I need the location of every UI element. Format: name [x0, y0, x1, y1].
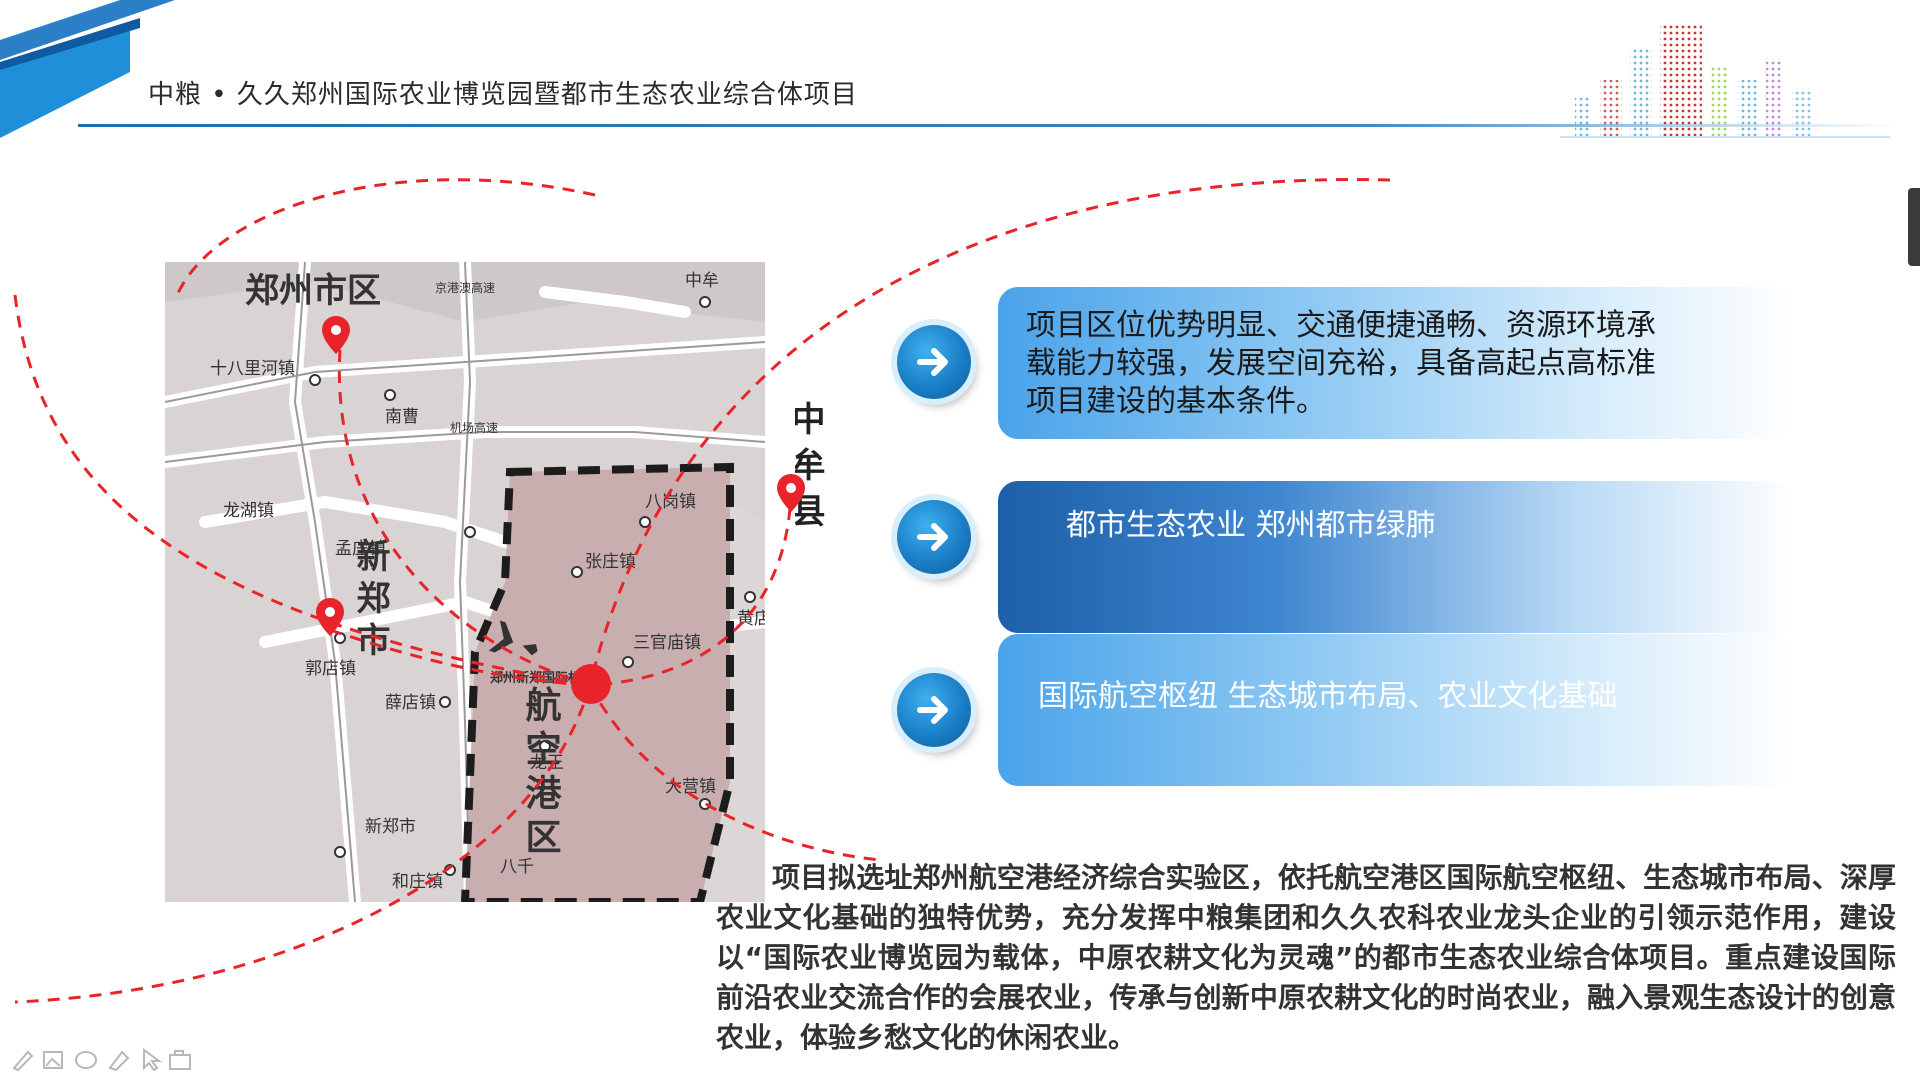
city-skyline-decoration	[1560, 23, 1890, 138]
camera-icon[interactable]	[169, 1050, 191, 1070]
arrow-button[interactable]	[897, 325, 971, 399]
route-from-zhengzhou	[337, 349, 591, 687]
map-pin-icon	[316, 598, 344, 636]
info-card-urban-agriculture: 都市生态农业 郑州都市绿肺	[998, 481, 1793, 633]
card-text-urban-agriculture: 都市生态农业 郑州都市绿肺	[1066, 508, 1436, 543]
info-card-location: 项目区位优势明显、交通便捷通畅、资源环境承 载能力较强，发展空间充裕，具备高起点…	[998, 287, 1793, 439]
map-pin-icon	[777, 474, 805, 512]
route-arc-top	[588, 178, 1391, 686]
label-mengzhuang: 孟庄镇	[335, 539, 386, 559]
card-line: 项目建设的基本条件。	[1026, 384, 1326, 419]
route-from-guodian	[329, 628, 591, 687]
label-shibalihe: 十八里河镇	[210, 359, 295, 379]
route-from-zhongmou	[589, 507, 792, 687]
header-divider	[78, 124, 1898, 127]
label-xinzheng-small: 新郑市	[365, 817, 416, 837]
presentation-toolbar	[12, 1048, 191, 1072]
route-arc-left	[13, 294, 591, 687]
label-zhongmou-county: 中牟县	[795, 401, 825, 539]
info-card-aviation-hub: 国际航空枢纽 生态城市布局、农业文化基础	[998, 634, 1793, 786]
label-hezhuang: 和庄镇	[392, 872, 443, 892]
project-description: 项目拟选址郑州航空港经济综合实验区，依托航空港区国际航空枢纽、生态城市布局、深厚…	[716, 861, 1896, 1054]
label-airport-zone: 航空港区	[520, 685, 562, 862]
page-title: 中粮 • 久久郑州国际农业博览园暨都市生态农业综合体项目	[148, 80, 858, 110]
side-scroll-handle[interactable]	[1908, 188, 1920, 266]
arrow-button[interactable]	[897, 673, 971, 747]
eraser-icon[interactable]	[75, 1051, 97, 1069]
airplane-icon	[485, 620, 538, 656]
arrow-right-icon	[917, 696, 948, 724]
label-zhongmou-county-box: 中牟县	[795, 401, 825, 539]
label-huangdian: 黄店镇	[737, 609, 765, 629]
label-baqian: 八千	[500, 857, 534, 877]
label-zhongmou-top: 中牟	[685, 271, 719, 291]
arrow-right-icon	[917, 523, 948, 551]
project-site-marker	[571, 664, 611, 704]
label-longhu: 龙湖镇	[223, 501, 274, 521]
image-icon[interactable]	[43, 1051, 63, 1069]
map-pin-icon	[322, 316, 350, 354]
label-zhangzhuang: 张庄镇	[585, 552, 636, 572]
card-text-aviation-hub: 国际航空枢纽 生态城市布局、农业文化基础	[1038, 679, 1618, 714]
corner-decoration	[0, 0, 175, 138]
label-nancao: 南曹	[385, 407, 419, 427]
label-longwang: 龙王	[530, 753, 564, 773]
route-arc-upper-left	[173, 178, 596, 301]
label-sanguanmiao: 三官庙镇	[633, 633, 701, 653]
label-xinzheng-city: 新郑市	[350, 538, 390, 664]
route-to-bottom	[588, 684, 881, 862]
label-airport-expressway: 机场高速	[450, 420, 498, 435]
location-map: 郑州市区 十八里河镇 南曹 龙湖镇 孟庄镇 郭店镇 薛店镇 新郑市 和庄镇 中牟…	[165, 262, 765, 902]
label-jinggang-expressway: 京港澳高速	[435, 280, 495, 295]
label-xuedian: 薛店镇	[385, 693, 436, 713]
label-guodian: 郭店镇	[305, 659, 356, 679]
label-dayuan: 大营镇	[665, 777, 716, 797]
card-line: 载能力较强，发展空间充裕，具备高起点高标准	[1026, 346, 1656, 381]
route-arc-bottom	[14, 684, 592, 1004]
pen-icon[interactable]	[12, 1050, 34, 1072]
label-zhengzhou-city: 郑州市区	[245, 271, 381, 311]
label-bagang: 八岗镇	[645, 492, 696, 512]
card-text-location: 项目区位优势明显、交通便捷通畅、资源环境承 载能力较强，发展空间充裕，具备高起点…	[1026, 307, 1656, 421]
highlighter-icon[interactable]	[108, 1050, 130, 1072]
pointer-icon[interactable]	[143, 1048, 163, 1072]
card-line: 项目区位优势明显、交通便捷通畅、资源环境承	[1026, 308, 1656, 343]
arrow-button[interactable]	[897, 500, 971, 574]
arrow-right-icon	[917, 348, 948, 376]
